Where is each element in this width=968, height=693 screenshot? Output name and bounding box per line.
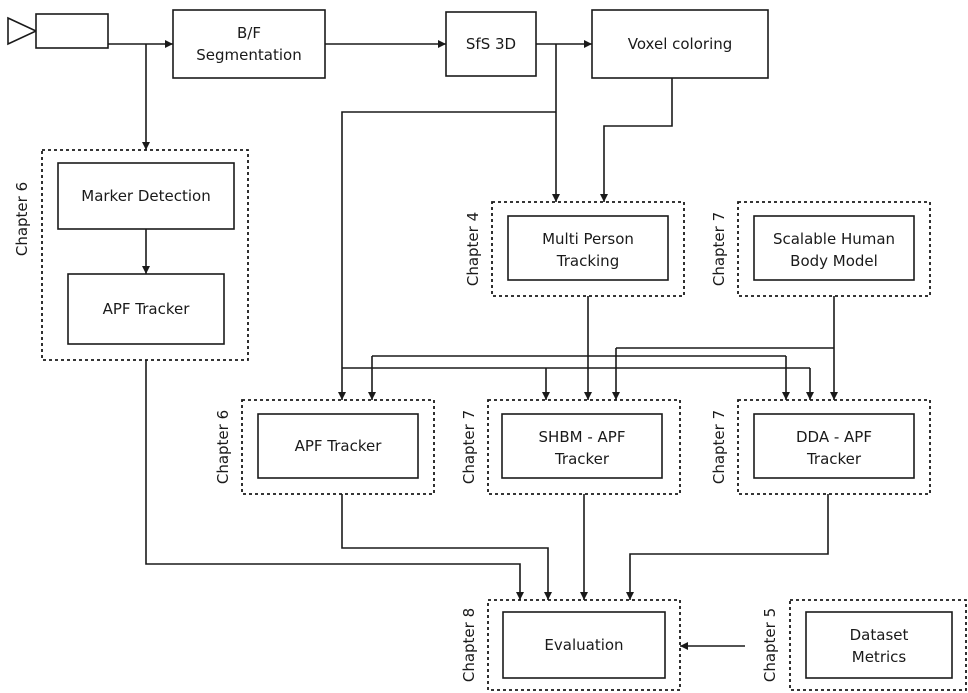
chapter-label-evaluation: Chapter 8 (460, 608, 478, 682)
label-dataset-line2: Metrics (852, 648, 907, 666)
connections (108, 40, 838, 650)
group-apf (241, 399, 435, 495)
group-shbm (487, 399, 681, 495)
chapter-label-multi-person: Chapter 4 (464, 212, 482, 286)
edge-marker-group-to-eval (145, 360, 524, 600)
edge-voxel-to-multi-person (600, 78, 673, 202)
label-dda-line2: Tracker (806, 450, 862, 468)
label-shbm-line1: SHBM - APF (539, 428, 626, 446)
group-marker (41, 149, 249, 361)
edge-dda-to-eval (626, 494, 829, 600)
box-apf-tracker-ch6-top (67, 273, 225, 345)
chapter-label-dda: Chapter 7 (710, 410, 728, 484)
box-evaluation (502, 611, 666, 679)
label-multi-person-line2: Tracking (556, 252, 619, 270)
chapter-label-apf: Chapter 6 (214, 410, 232, 484)
label-bf-line2: Segmentation (196, 46, 301, 64)
label-bf-line1: B/F (237, 24, 261, 42)
label-apf-tracker: APF Tracker (295, 437, 383, 455)
chapter-label-marker: Chapter 6 (13, 182, 31, 256)
label-multi-person-line1: Multi Person (542, 230, 634, 248)
box-bf-segmentation (172, 9, 326, 79)
label-dda-line1: DDA - APF (796, 428, 872, 446)
group-dataset (789, 599, 967, 691)
label-marker-detection: Marker Detection (81, 187, 211, 205)
label-evaluation: Evaluation (544, 636, 623, 654)
label-apf-tracker-ch6-top: APF Tracker (103, 300, 191, 318)
label-scalable-line1: Scalable Human (773, 230, 895, 248)
label-dataset-line1: Dataset (850, 626, 909, 644)
camera-icon (7, 13, 109, 49)
box-scalable (753, 215, 915, 281)
edge-apf-to-eval (341, 494, 552, 600)
box-sfs3d (445, 11, 537, 77)
edge-sfs-to-apf-group (338, 111, 556, 400)
group-scalable (737, 201, 931, 297)
label-voxel-coloring: Voxel coloring (628, 35, 733, 53)
chapter-label-dataset: Chapter 5 (761, 608, 779, 682)
group-multi-person (491, 201, 685, 297)
box-apf-tracker (257, 413, 419, 479)
label-sfs3d: SfS 3D (466, 35, 516, 53)
box-marker-detection (57, 162, 235, 230)
chapter-label-scalable: Chapter 7 (710, 212, 728, 286)
box-multi-person (507, 215, 669, 281)
box-dda (753, 413, 915, 479)
label-shbm-line2: Tracker (554, 450, 610, 468)
label-scalable-line2: Body Model (790, 252, 878, 270)
box-shbm (501, 413, 663, 479)
box-dataset (805, 611, 953, 679)
chapter-label-shbm: Chapter 7 (460, 410, 478, 484)
